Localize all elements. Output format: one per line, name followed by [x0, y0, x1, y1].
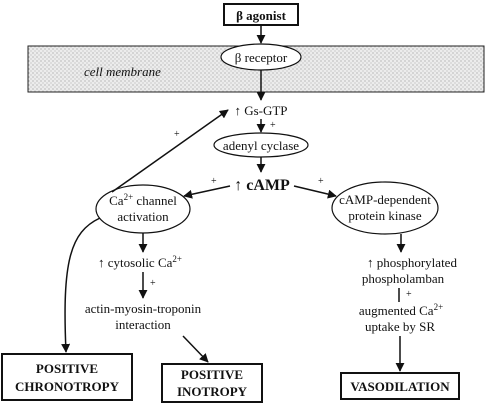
arrow-actin-inotropy	[182, 335, 209, 363]
positive-inotropy-line1: POSITIVE	[181, 367, 243, 382]
positive-chronotropy-line2: CHRONOTROPY	[15, 379, 120, 394]
cell-membrane-label: cell membrane	[84, 64, 161, 79]
protein-kinase-label-line2: protein kinase	[348, 208, 422, 223]
arrow-ca-channel-chronotropy	[61, 217, 101, 353]
actin-myosin-label-line2: interaction	[115, 317, 171, 332]
gs-gtp-label: ↑ Gs-GTP	[234, 103, 287, 118]
positive-chronotropy-box	[1, 353, 133, 401]
protein-kinase-node	[331, 181, 439, 235]
uptake-label-line2: uptake by SR	[365, 319, 435, 334]
positive-chronotropy-line1: POSITIVE	[36, 361, 98, 376]
positive-inotropy-box	[161, 363, 263, 403]
vasodilation-box	[340, 372, 460, 400]
plus-camp-pka: +	[318, 176, 324, 187]
vasodilation-label: VASODILATION	[350, 379, 450, 394]
plus-camp-ca-channel: +	[211, 176, 217, 187]
beta-agonist-label: β agonist	[236, 8, 287, 23]
camp-label: ↑ cAMP	[234, 177, 290, 194]
ca-channel-label-line2: activation	[117, 209, 169, 224]
plus-phospholamban-uptake: +	[406, 289, 412, 300]
adenyl-cyclase-label: adenyl cyclase	[223, 138, 299, 153]
arrow-camp-ca-channel	[183, 185, 231, 199]
arrow-ca-channel-gs	[111, 109, 229, 193]
arrow-camp-pka	[293, 185, 337, 199]
plus-ca-channel-gs: +	[174, 129, 180, 140]
phospholamban-label-line1: ↑ phosphorylated	[367, 255, 457, 270]
beta-receptor-label: β receptor	[235, 50, 288, 65]
ca-channel-label-line1: Ca2+ channel	[109, 192, 177, 208]
positive-inotropy-line2: INOTROPY	[177, 384, 248, 399]
cytosolic-ca-label: ↑ cytosolic Ca2+	[98, 254, 182, 270]
uptake-label-line1: augmented Ca2+	[359, 302, 443, 318]
phospholamban-label-line2: phospholamban	[362, 271, 445, 286]
plus-gs-cyclase: +	[270, 120, 276, 131]
actin-myosin-label-line1: actin-myosin-troponin	[85, 301, 202, 316]
plus-cytosolic-actin: +	[150, 278, 156, 289]
protein-kinase-label-line1: cAMP-dependent	[339, 192, 431, 207]
